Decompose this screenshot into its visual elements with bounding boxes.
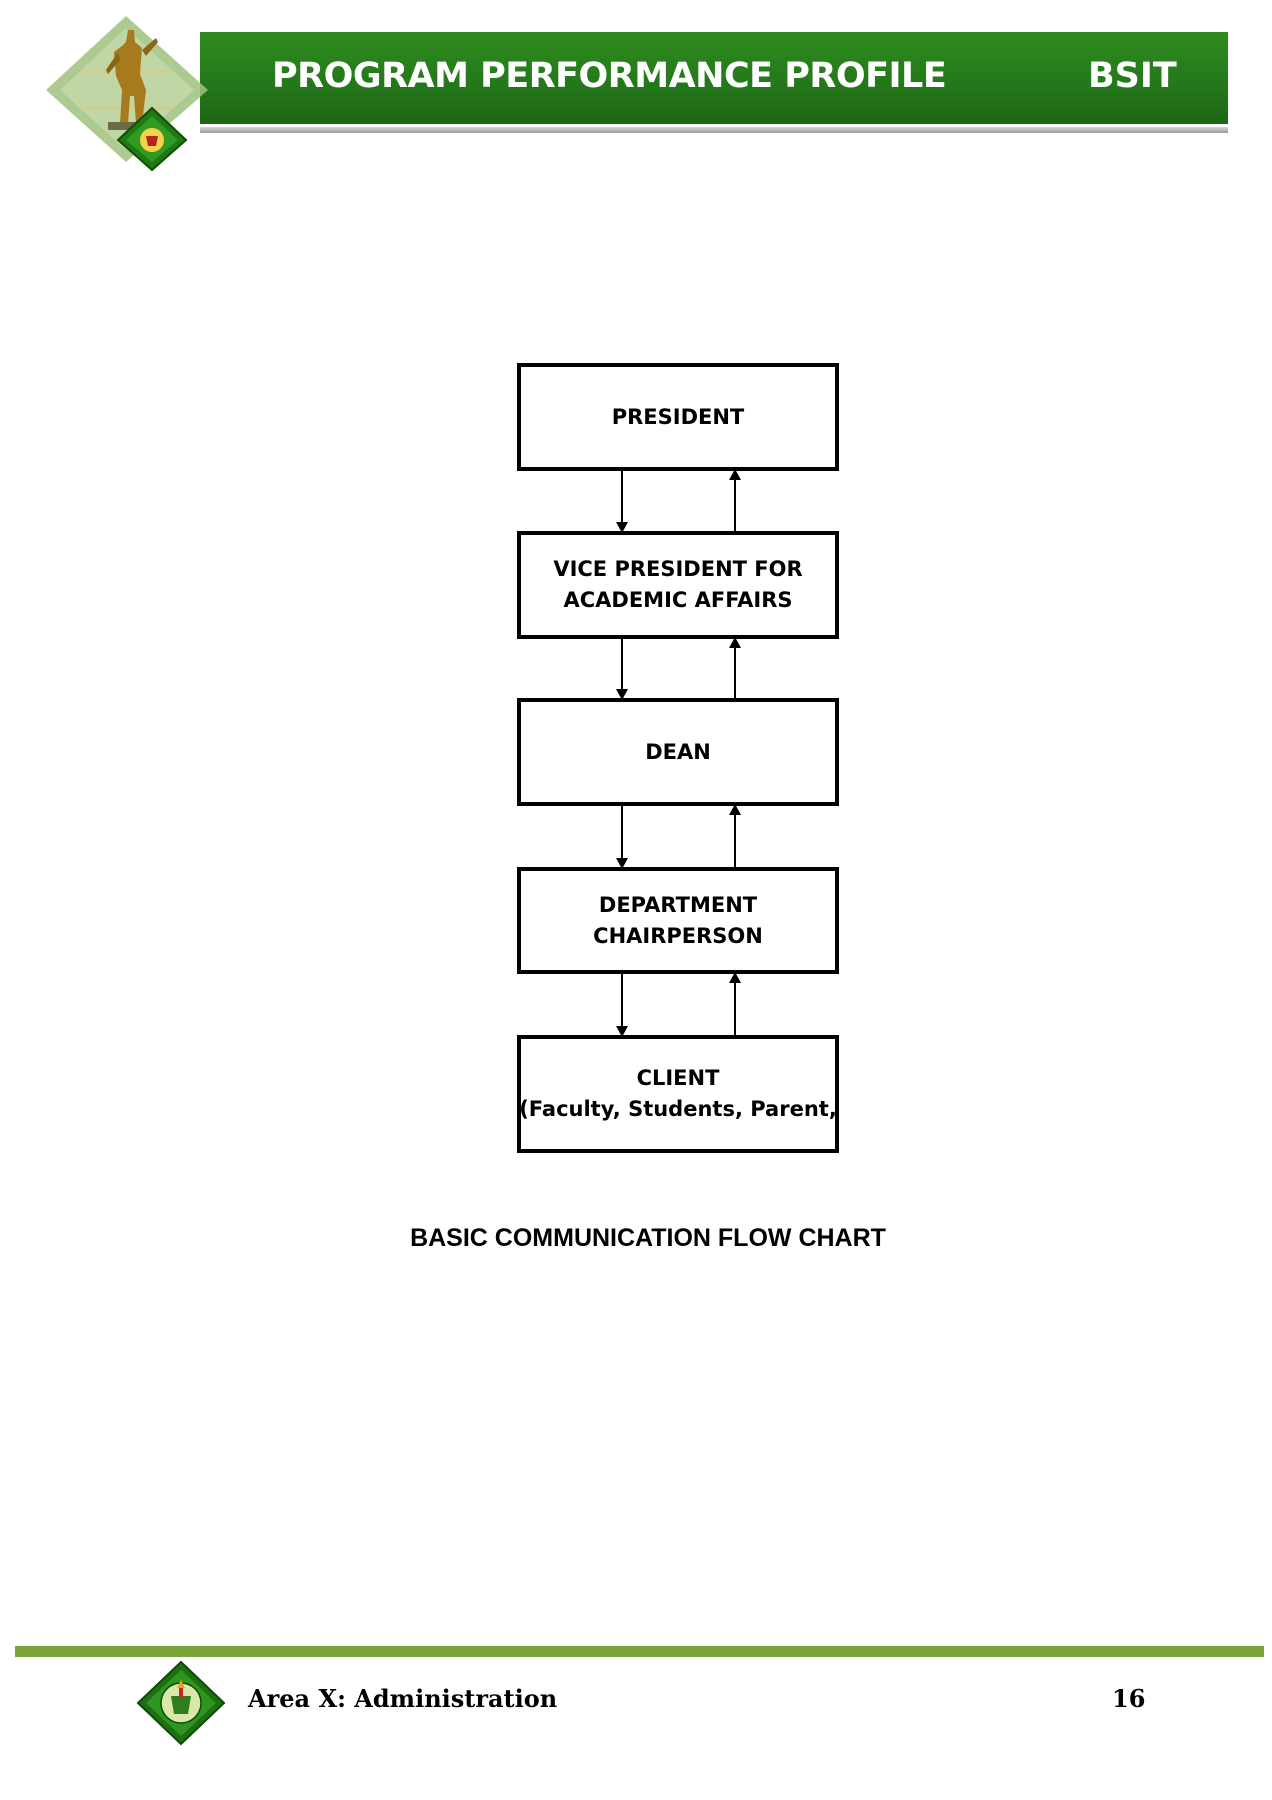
- header-banner: [200, 32, 1228, 124]
- node-label-line: CLIENT: [636, 1066, 720, 1090]
- arrow-up-icon: [729, 972, 741, 1035]
- flow-node-vice-president: VICE PRESIDENT FOR ACADEMIC AFFAIRS: [517, 531, 839, 639]
- flow-node-department-chairperson: DEPARTMENT CHAIRPERSON: [517, 867, 839, 974]
- footer-rule: [15, 1646, 1264, 1657]
- arrow-up-icon: [729, 637, 741, 698]
- university-seal-with-statue-icon: [46, 16, 208, 172]
- university-seal-icon: [136, 1660, 226, 1746]
- node-label-line: CHAIRPERSON: [593, 923, 763, 948]
- arrow-down-icon: [616, 974, 628, 1037]
- flow-node-client: CLIENT (Faculty, Students, Parent,: [517, 1035, 839, 1153]
- arrow-down-icon: [616, 806, 628, 869]
- node-label-line: (Faculty, Students, Parent,: [519, 1097, 837, 1121]
- document-title: PROGRAM PERFORMANCE PROFILE: [272, 56, 947, 96]
- page-number: 16: [1112, 1684, 1146, 1713]
- flow-chart-caption: BASIC COMMUNICATION FLOW CHART: [410, 1224, 886, 1252]
- header-underline: [200, 127, 1228, 133]
- node-label-line: ACADEMIC AFFAIRS: [563, 588, 793, 612]
- arrow-down-icon: [616, 471, 628, 533]
- node-label-line: PRESIDENT: [611, 404, 745, 429]
- flow-node-president: PRESIDENT: [517, 363, 839, 471]
- arrow-up-icon: [729, 469, 741, 531]
- node-label-line: VICE PRESIDENT FOR: [553, 557, 803, 581]
- flow-node-dean: DEAN: [517, 698, 839, 806]
- arrow-down-icon: [616, 639, 628, 700]
- footer-area-label: Area X: Administration: [248, 1684, 558, 1713]
- program-code: BSIT: [1088, 56, 1177, 96]
- page-header: PROGRAM PERFORMANCE PROFILE BSIT: [0, 0, 1272, 180]
- node-label-line: DEAN: [645, 739, 711, 764]
- arrow-up-icon: [729, 804, 741, 867]
- node-label-line: DEPARTMENT: [598, 892, 758, 917]
